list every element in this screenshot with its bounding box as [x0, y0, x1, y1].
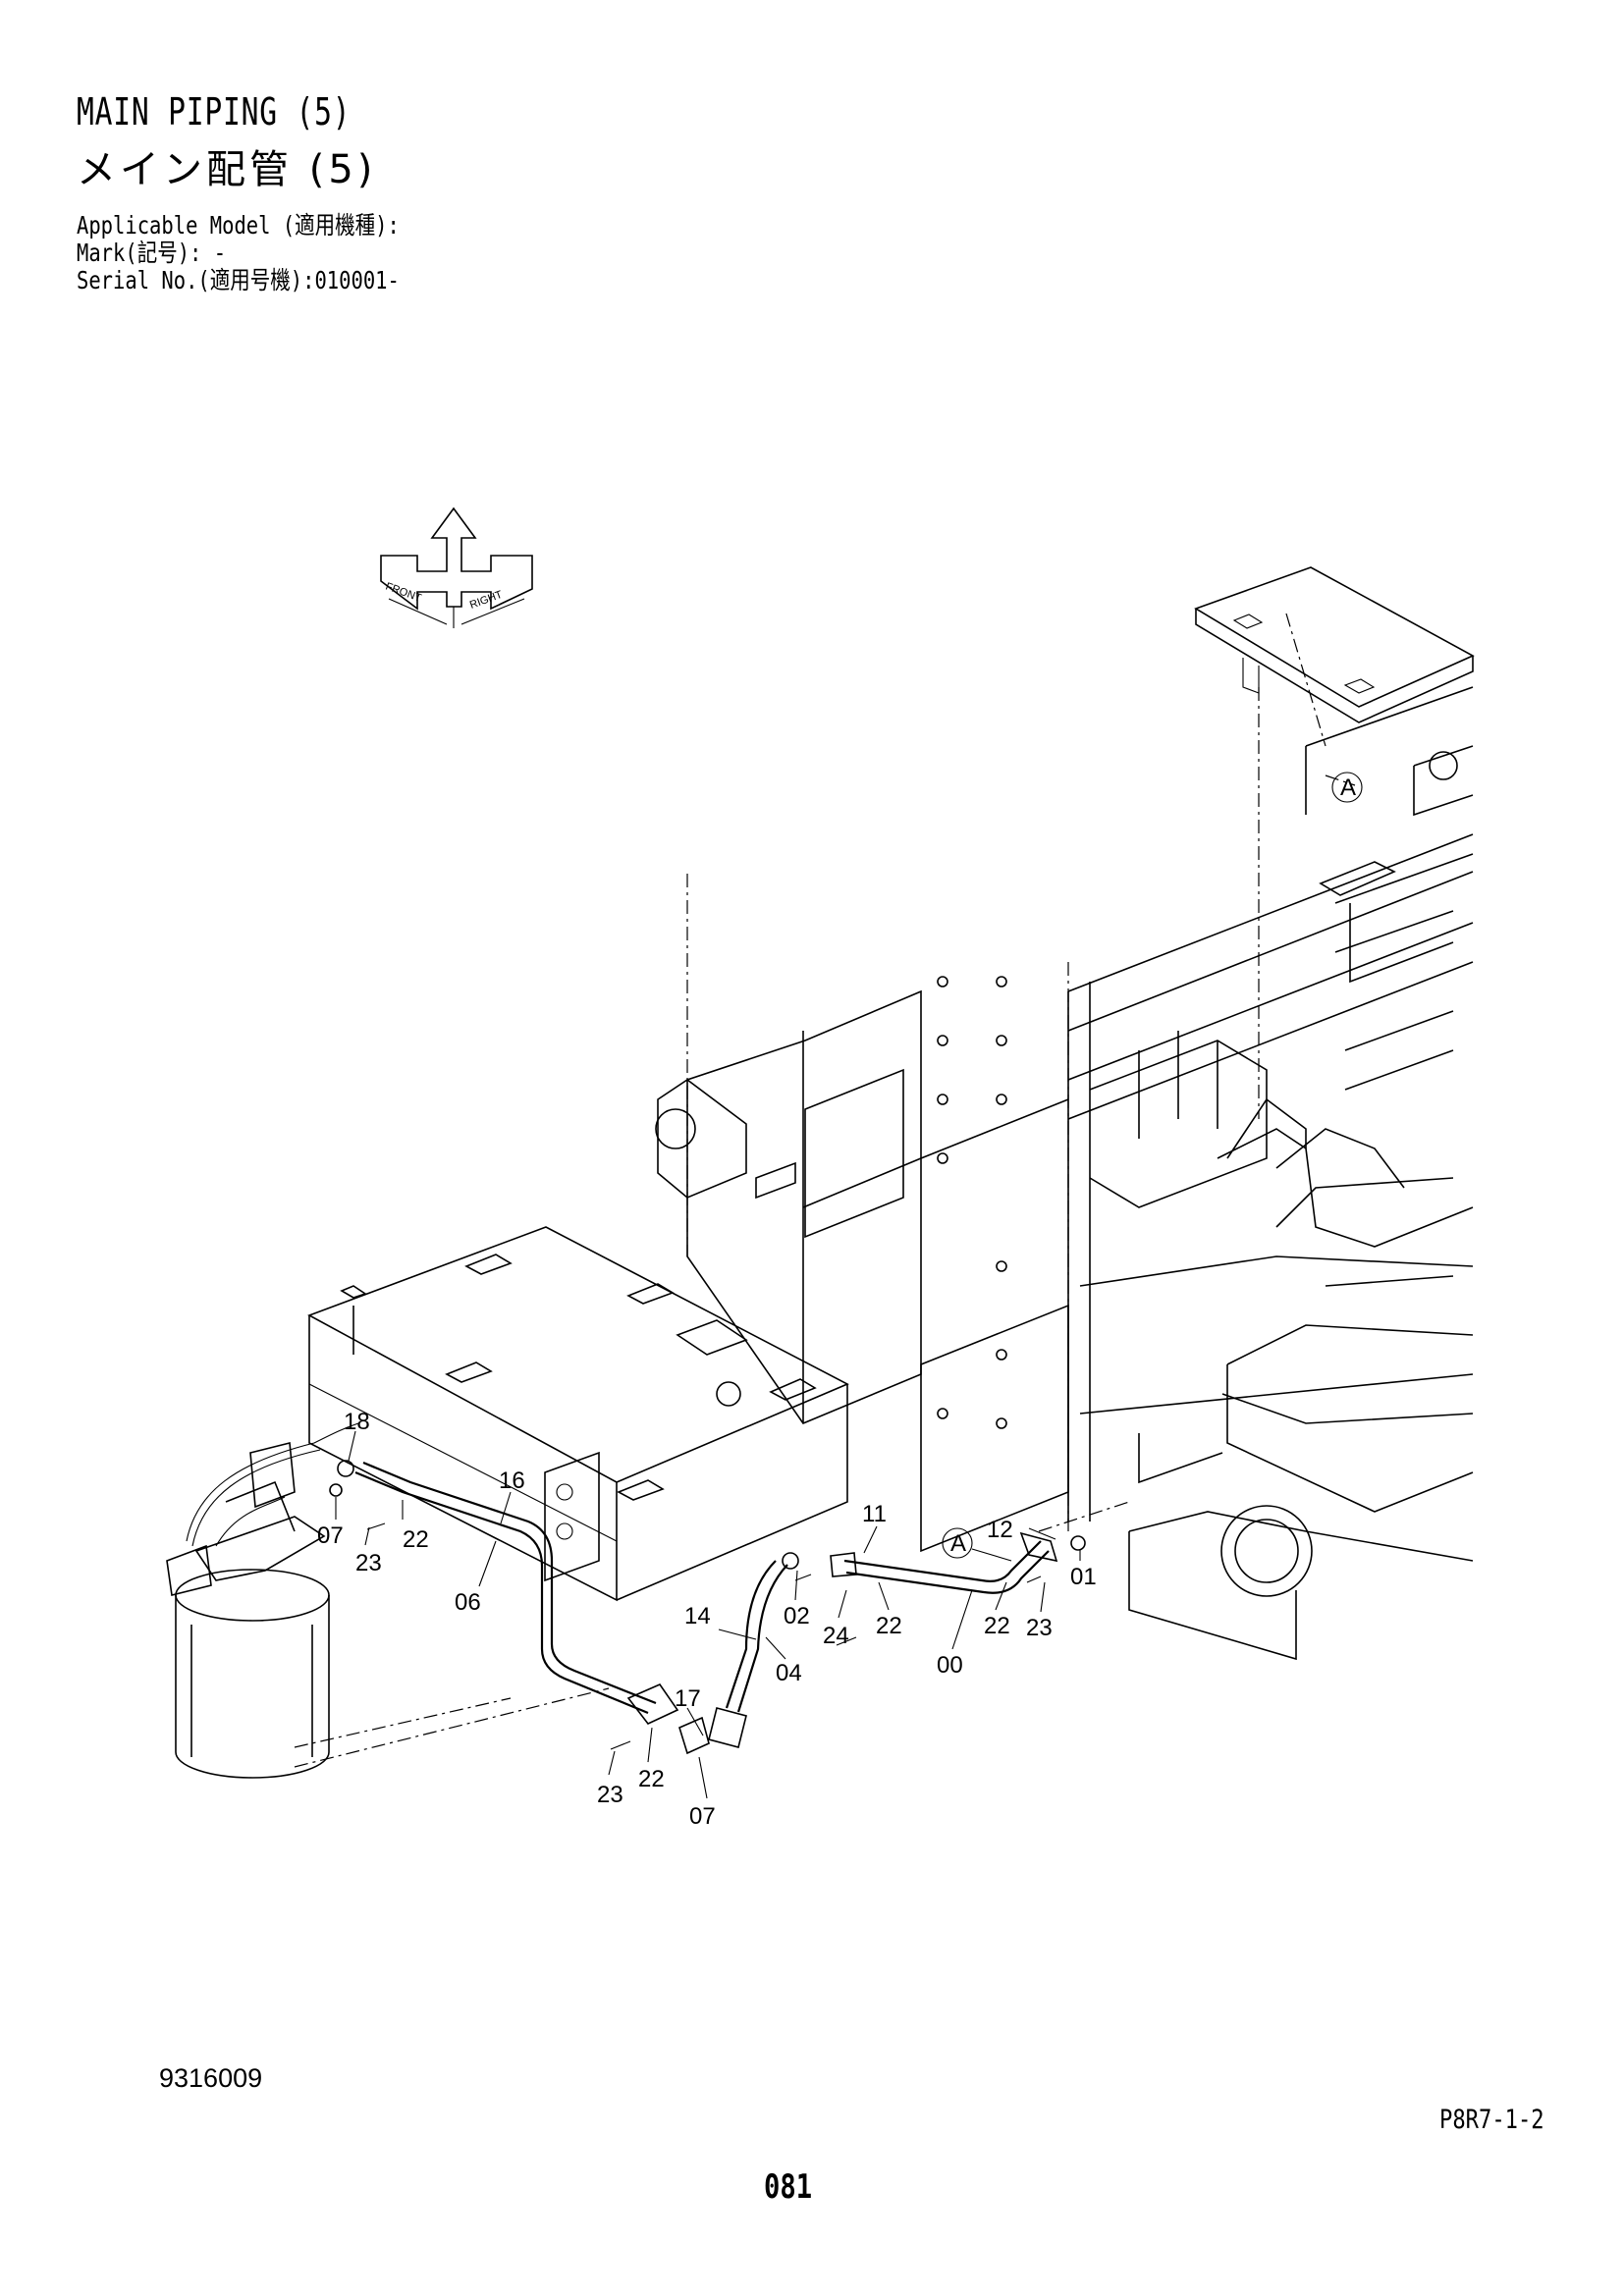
- page-title-jp: メイン配管 (5): [77, 147, 377, 192]
- callout-06: 06: [455, 1589, 481, 1616]
- callout-22-c: 22: [984, 1613, 1010, 1639]
- figure-number: 9316009: [159, 2063, 263, 2093]
- center-plate: [655, 874, 1069, 1553]
- applicable-model-label: Applicable Model (適用機種):: [77, 211, 400, 240]
- page-title-en: MAIN PIPING (5): [77, 90, 352, 133]
- callout-24: 24: [823, 1623, 849, 1649]
- callout-17: 17: [675, 1685, 701, 1712]
- page-code: P8R7-1-2: [1439, 2105, 1544, 2135]
- callout-22: 22: [403, 1526, 429, 1553]
- callout-00: 00: [937, 1652, 963, 1679]
- pipe-06: [354, 1461, 710, 1755]
- callout-07-b: 07: [689, 1803, 716, 1830]
- callout-04: 04: [776, 1660, 802, 1686]
- callout-14: 14: [684, 1603, 711, 1629]
- callout-02: 02: [784, 1603, 810, 1629]
- mark-line: Mark(記号): -: [77, 234, 226, 269]
- applicable-model-line: Applicable Model (適用機種):: [77, 206, 400, 241]
- callout-11: 11: [862, 1501, 887, 1527]
- callout-a-lower: A: [950, 1530, 966, 1557]
- callout-01: 01: [1070, 1564, 1097, 1590]
- callout-16: 16: [499, 1468, 525, 1494]
- reservoir-tank: [166, 1422, 610, 1779]
- callout-12: 12: [987, 1517, 1013, 1543]
- callout-22-d: 22: [638, 1766, 665, 1792]
- main-frame: [1067, 686, 1474, 1661]
- page-number: 081: [764, 2167, 813, 2207]
- callout-23-b: 23: [1026, 1615, 1053, 1641]
- leader-lines: [335, 774, 1356, 1799]
- callout-18: 18: [344, 1409, 370, 1435]
- mark-value: -: [213, 239, 227, 267]
- callout-23-c: 23: [597, 1782, 623, 1808]
- cover-plate: [1194, 566, 1475, 1119]
- callout-07: 07: [317, 1522, 344, 1549]
- callout-22-b: 22: [876, 1613, 902, 1639]
- callout-a-upper: A: [1340, 774, 1356, 801]
- mark-label: Mark(記号):: [77, 239, 202, 267]
- serial-label: Serial No.(適用号機):: [77, 266, 315, 294]
- reference-a-marker-upper: [1331, 772, 1363, 803]
- serial-value: 010001-: [314, 266, 400, 294]
- callout-23: 23: [355, 1550, 382, 1576]
- tank-box: [307, 1226, 849, 1602]
- pipe-00: [782, 1531, 1086, 1594]
- orientation-compass-icon: FRONT RIGHT: [380, 507, 533, 628]
- callout-labels: 18 16 07 23 22 06 11 12 A 01 02 14 24 22…: [317, 772, 1363, 1830]
- orientation-front-label: FRONT: [384, 581, 423, 605]
- serial-line: Serial No.(適用号機):010001-: [77, 261, 400, 296]
- hardware-fittings: [329, 1460, 1042, 1750]
- reference-a-marker: [942, 1527, 973, 1559]
- hose-04: [708, 1560, 788, 1748]
